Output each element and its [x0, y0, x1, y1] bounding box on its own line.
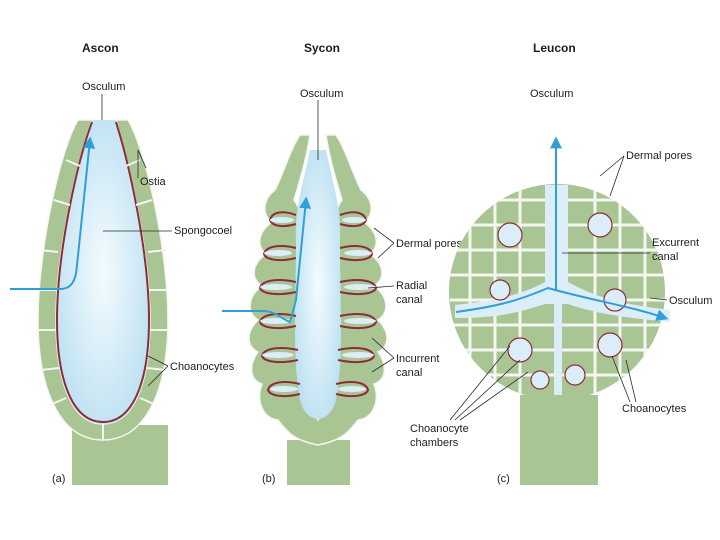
leucon-osculum-top-label: Osculum	[530, 88, 573, 100]
leucon-choanocyte-chambers-label-1: Choanocyte	[410, 423, 469, 435]
sycon-incurrent-canal-label-1: Incurrent	[396, 353, 439, 365]
leucon-title: Leucon	[533, 41, 576, 55]
leucon-choanocyte-chambers-label-2: chambers	[410, 437, 459, 449]
ascon-osculum-label: Osculum	[82, 81, 125, 93]
ascon-panel-letter: (a)	[52, 473, 65, 485]
leucon-choanocytes-label: Choanocytes	[622, 403, 687, 415]
sycon-title: Sycon	[304, 41, 340, 55]
sycon-radial-canal-label-1: Radial	[396, 280, 427, 292]
leucon-excurrent-canal-label-2: canal	[652, 251, 678, 263]
leucon-panel: Leucon Osculum Dermal pores Excurrent ca…	[410, 41, 712, 485]
sycon-osculum-label: Osculum	[300, 88, 343, 100]
sycon-radial-canal-label-2: canal	[396, 294, 422, 306]
ascon-panel: Ascon Osculum Ostia Spongocoel Choanocyt…	[10, 41, 235, 485]
sycon-spongocoel	[295, 150, 341, 419]
leucon-excurrent-canal-label-1: Excurrent	[652, 237, 699, 249]
sycon-panel-letter: (b)	[262, 473, 275, 485]
sycon-incurrent-canal-label-2: canal	[396, 367, 422, 379]
spongocoel-label: Spongocoel	[174, 225, 232, 237]
sycon-panel: Sycon Osculum Dermal pores Radial canal …	[222, 41, 463, 485]
ascon-title: Ascon	[82, 41, 119, 55]
ascon-ostia-label: Ostia	[140, 176, 167, 188]
ascon-choanocytes-label: Choanocytes	[170, 361, 235, 373]
leucon-panel-letter: (c)	[497, 473, 510, 485]
sycon-dermal-pores-label: Dermal pores	[396, 238, 463, 250]
leucon-osculum-right-label: Osculum	[669, 295, 712, 307]
leucon-dermal-pores-label: Dermal pores	[626, 150, 693, 162]
